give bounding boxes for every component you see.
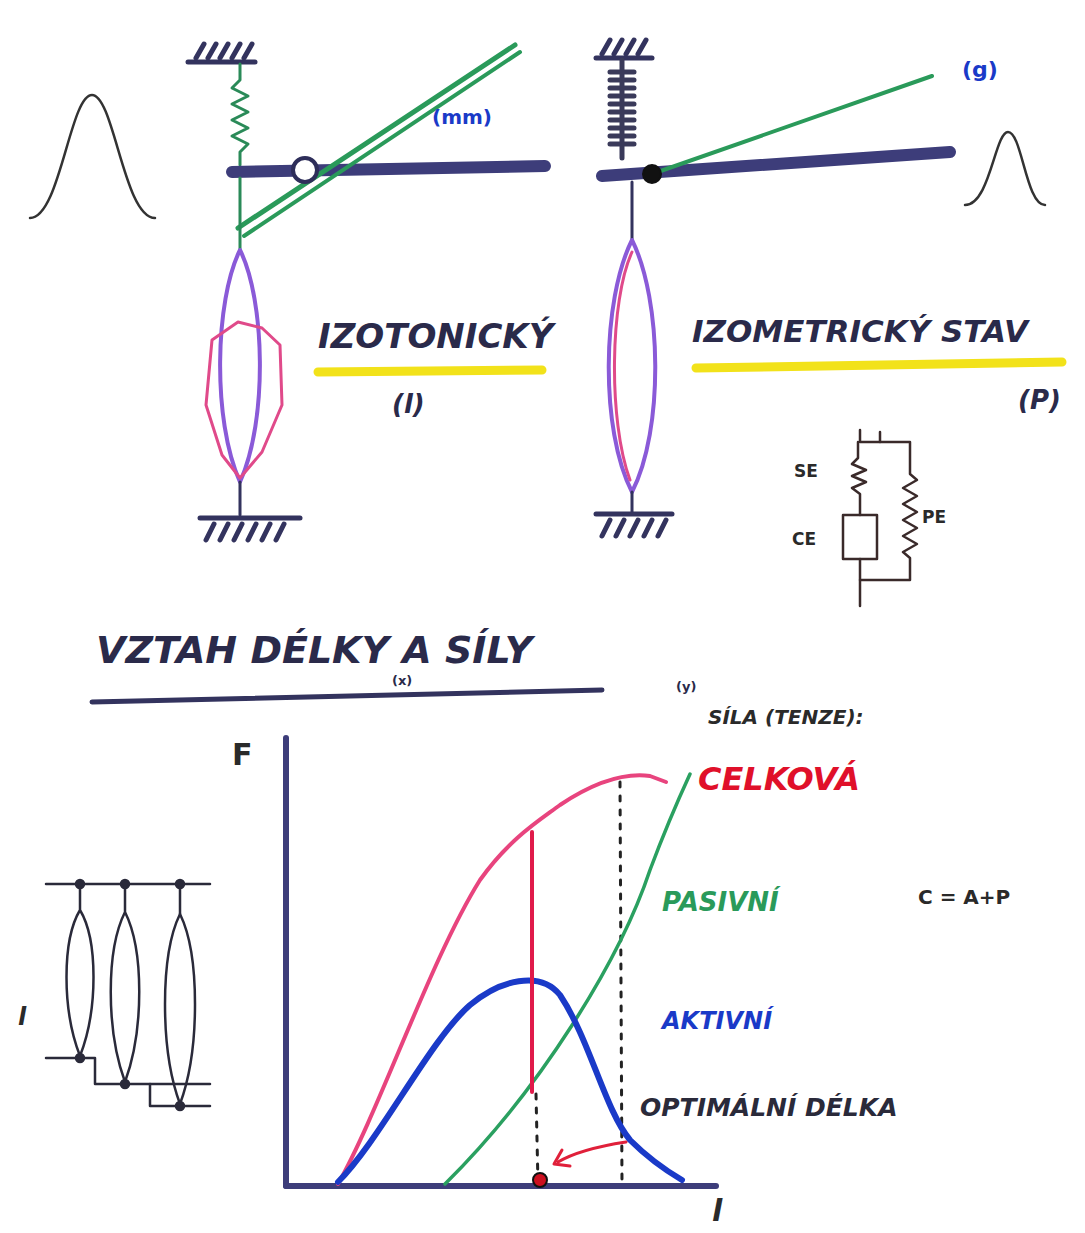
underline bbox=[92, 690, 602, 702]
spring bbox=[610, 60, 634, 158]
arrowhead bbox=[554, 1150, 570, 1166]
highlight bbox=[318, 370, 542, 372]
model-label: SE bbox=[794, 462, 818, 481]
active-curve bbox=[338, 981, 682, 1182]
ceiling-hatch bbox=[188, 44, 255, 62]
passive-curve bbox=[445, 774, 690, 1184]
floor-hatch bbox=[200, 518, 300, 540]
title: VZTAH DÉLKY A SÍLY bbox=[96, 630, 532, 672]
hill-model bbox=[843, 430, 917, 606]
state-label: IZOMETRICKÝ STAV bbox=[692, 314, 1028, 348]
ceiling-hatch bbox=[596, 40, 652, 58]
tendon bbox=[631, 492, 634, 512]
model-label: PE bbox=[922, 508, 946, 527]
state-label: IZOTONICKÝ bbox=[318, 318, 553, 355]
axis-label: l bbox=[712, 1194, 722, 1227]
curve-label: AKTIVNÍ bbox=[662, 1008, 772, 1034]
symbol-label: (P) bbox=[1018, 386, 1061, 415]
dotted-line bbox=[536, 1094, 538, 1184]
model-label: CE bbox=[792, 530, 816, 549]
twitch-curve bbox=[30, 95, 155, 218]
note: OPTIMÁLNÍ DÉLKA bbox=[640, 1094, 898, 1122]
note: SÍLA (TENZE): bbox=[708, 706, 864, 728]
optimum-line bbox=[530, 832, 534, 1092]
unit-label: (g) bbox=[962, 58, 998, 82]
muscle-relaxed bbox=[609, 240, 656, 492]
highlight bbox=[696, 362, 1062, 368]
pivot-fixed bbox=[643, 165, 661, 183]
pivot-open bbox=[293, 158, 317, 182]
optimum-dot bbox=[533, 1173, 547, 1187]
curve-label: CELKOVÁ bbox=[698, 762, 860, 797]
muscle-relaxed bbox=[220, 250, 260, 482]
axis-note: (y) bbox=[676, 680, 696, 694]
fiber-figure bbox=[46, 880, 210, 1110]
twitch-curve bbox=[965, 132, 1045, 205]
tendon bbox=[239, 482, 242, 515]
lever-raised bbox=[238, 45, 515, 228]
tendon bbox=[631, 182, 634, 242]
lever-bar bbox=[232, 166, 545, 172]
formula: C = A+P bbox=[918, 886, 1010, 908]
unit-label: (mm) bbox=[432, 106, 492, 128]
muscle-contracted bbox=[206, 322, 282, 478]
muscle-active bbox=[614, 252, 632, 480]
lever-raised bbox=[652, 76, 932, 174]
axis-note: (x) bbox=[392, 674, 412, 688]
arrow bbox=[558, 1142, 626, 1162]
lever-raised bbox=[244, 52, 520, 236]
symbol-label: (l) bbox=[392, 390, 425, 419]
axis-label: F bbox=[232, 738, 253, 771]
spring bbox=[232, 64, 248, 165]
tendon bbox=[239, 178, 242, 252]
floor-hatch bbox=[596, 514, 672, 536]
curve-label: PASIVNÍ bbox=[662, 888, 779, 917]
length-label: l bbox=[18, 1004, 26, 1030]
